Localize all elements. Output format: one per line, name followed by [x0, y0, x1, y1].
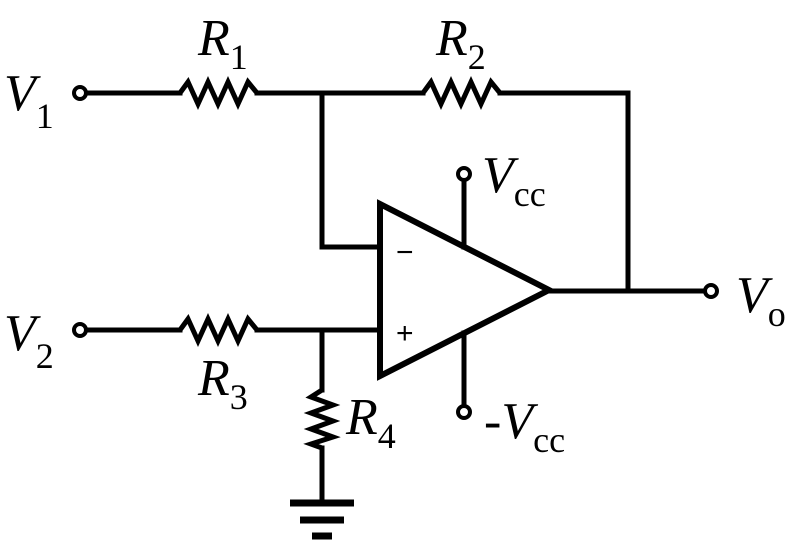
v1-input-branch	[72, 75, 631, 294]
label-v2: V2	[4, 305, 54, 376]
label-r2: R2	[435, 10, 486, 77]
label-v1: V1	[4, 65, 54, 136]
label-vo: Vo	[736, 267, 786, 334]
resistor-r2	[420, 75, 502, 111]
vcc-terminal	[456, 166, 472, 182]
resistor-r1	[177, 75, 259, 111]
label-r3: R3	[197, 350, 248, 417]
label-vcc: Vcc	[482, 147, 546, 214]
wire-node-to-inverting-input	[319, 90, 383, 250]
resistor-r4	[303, 387, 341, 451]
ground-icon	[290, 499, 354, 540]
neg-vcc-terminal	[456, 404, 472, 420]
feedback-wire	[497, 90, 631, 294]
op-amp: − +	[377, 166, 556, 420]
v2-input-branch	[72, 312, 383, 503]
inverting-input-sign: −	[396, 236, 414, 269]
noninverting-input-sign: +	[396, 317, 414, 350]
vo-terminal	[703, 283, 719, 299]
v2-terminal	[72, 322, 88, 338]
v1-terminal	[72, 85, 88, 101]
label-r4: R4	[345, 389, 396, 456]
output-branch	[546, 283, 719, 299]
label-neg-vcc: -Vcc	[484, 393, 565, 460]
resistor-r3	[177, 312, 259, 348]
label-r1: R1	[197, 10, 248, 77]
